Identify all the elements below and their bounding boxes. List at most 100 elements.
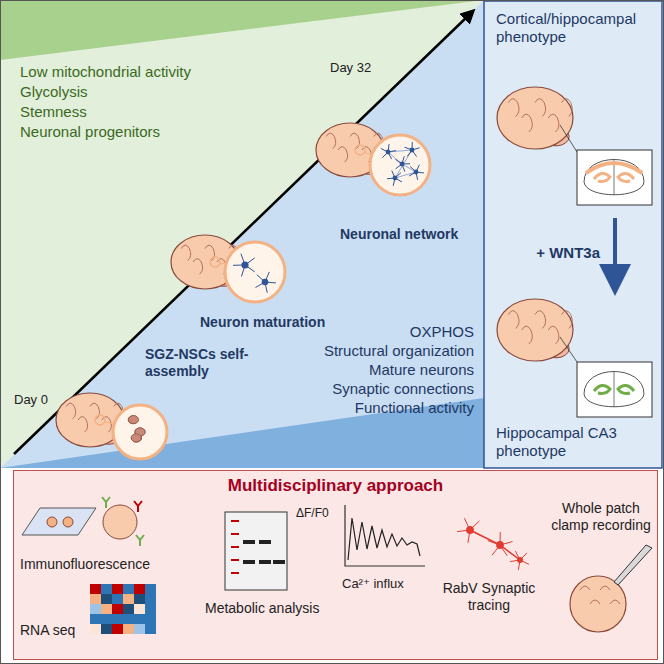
circle-shape <box>517 557 523 563</box>
rect-shape <box>231 533 239 535</box>
polygon-shape <box>0 0 484 468</box>
heatmap-cell <box>90 584 101 594</box>
phenotype-title: Hippocampal CA3 phenotype <box>496 424 650 460</box>
ellipse-shape <box>131 434 141 442</box>
heatmap-cell <box>123 584 134 594</box>
phase-feature: Stemness <box>20 103 87 121</box>
timeline-arrow <box>14 14 470 454</box>
heatmap-cell <box>112 624 123 634</box>
phase-feature: Neuronal progenitors <box>20 123 160 141</box>
polygon-shape <box>22 508 96 535</box>
circle-shape <box>400 162 405 167</box>
heatmap-cell <box>112 614 123 624</box>
stage-label: Day 0 <box>14 392 48 408</box>
stage-label: Neuron maturation <box>200 314 325 331</box>
zoom-circle <box>113 405 167 459</box>
rect-shape <box>577 362 652 417</box>
phase-feature: Functional activity <box>254 399 474 417</box>
circle-shape <box>95 415 105 425</box>
circle-shape <box>210 257 220 267</box>
path-shape <box>181 245 191 261</box>
heatmap-cell <box>112 604 123 614</box>
phenotype-title: Cortical/hippocampal phenotype <box>496 10 650 46</box>
circle-shape <box>386 150 391 155</box>
circle-shape <box>47 517 57 527</box>
heatmap-cell <box>101 624 112 634</box>
heatmap-cell <box>134 584 145 594</box>
method-label: Metabolic analysis <box>205 600 319 617</box>
heatmap-cell <box>123 604 134 614</box>
heatmap-cell <box>145 594 156 604</box>
path-shape <box>548 114 559 132</box>
path-shape <box>78 417 88 433</box>
path-shape <box>350 133 360 149</box>
ellipse-shape <box>497 299 573 361</box>
phenotype-panel <box>484 1 662 468</box>
path-shape <box>535 99 546 117</box>
path-shape <box>338 147 348 163</box>
path-shape <box>193 259 203 275</box>
ellipse-shape <box>131 434 141 442</box>
phase-feature: Low mitochondrial activity <box>20 63 191 81</box>
calcium-trace <box>345 505 425 566</box>
line-shape <box>614 372 615 407</box>
slide-icon <box>22 508 96 535</box>
circle-shape <box>225 242 285 302</box>
path-shape <box>584 160 644 195</box>
heatmap-cell <box>101 584 112 594</box>
rect-shape <box>243 540 255 544</box>
rect-shape <box>231 559 239 561</box>
rect-shape <box>231 546 239 548</box>
path-shape <box>522 114 533 132</box>
circle-shape <box>393 176 398 181</box>
path-shape <box>580 586 590 590</box>
heatmap-cell <box>134 614 145 624</box>
circle-shape <box>262 279 269 286</box>
path-shape <box>522 326 533 344</box>
heatmap-cell <box>145 624 156 634</box>
rect-shape <box>259 540 271 544</box>
circle-shape <box>496 541 504 549</box>
method-label: RNA seq <box>20 622 75 639</box>
heatmap-cell <box>112 584 123 594</box>
antibody-icon <box>134 501 142 512</box>
path-shape <box>590 600 600 604</box>
heatmap-cell <box>101 614 112 624</box>
line-shape <box>560 125 577 152</box>
brain-section-inset <box>577 150 652 205</box>
ellipse-shape <box>129 416 139 424</box>
heatmap-cell <box>123 614 134 624</box>
path-shape <box>205 245 215 261</box>
antibody-icon <box>136 535 144 546</box>
rect-shape <box>231 572 239 574</box>
method-label: ΔF/F0 <box>296 506 329 520</box>
heatmap-cell <box>90 594 101 604</box>
rect-shape <box>273 560 285 564</box>
transform-arrow <box>613 218 617 280</box>
line-shape <box>388 152 402 164</box>
stage-label: Neuronal network <box>340 226 458 243</box>
path-shape <box>90 403 100 419</box>
rect-shape <box>243 560 255 564</box>
circle-shape <box>355 145 365 155</box>
path-shape <box>562 311 573 329</box>
path-shape <box>535 311 546 329</box>
heatmap-cell <box>90 624 101 634</box>
method-label: RabV Synaptic tracing <box>436 580 542 614</box>
brain-organoid <box>497 299 573 361</box>
circle-shape <box>466 526 474 534</box>
ellipse-shape <box>128 416 138 424</box>
path-shape <box>326 133 336 149</box>
method-label: Ca²⁺ influx <box>342 576 404 592</box>
circle-shape <box>103 505 137 539</box>
line-shape <box>388 150 412 152</box>
path-shape <box>618 385 634 393</box>
heatmap-cell <box>123 594 134 604</box>
rect-shape <box>231 520 239 522</box>
panel-title: Multidisciplinary approach <box>14 476 657 496</box>
pipette <box>614 545 652 585</box>
ellipse-shape <box>131 434 141 442</box>
circle-shape <box>410 148 415 153</box>
ellipse-shape <box>497 87 573 149</box>
antibody-icon <box>102 497 110 508</box>
